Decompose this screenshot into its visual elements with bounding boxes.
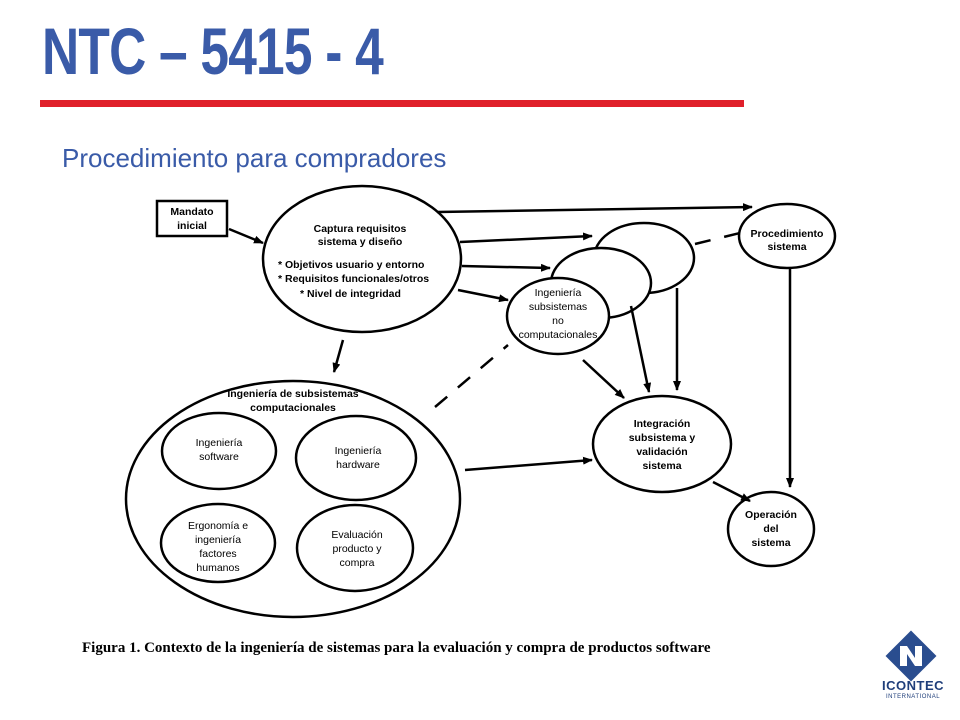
no-comp-line-1: Ingeniería: [535, 287, 582, 299]
procedimiento-line-2: sistema: [767, 241, 806, 253]
ing-comp-title-2: computacionales: [250, 402, 336, 414]
diagram-dashed-links: [434, 231, 741, 408]
arrow-stack2-integracion: [629, 305, 652, 393]
captura-item-3: * Nivel de integridad: [300, 288, 401, 300]
hardware-line-1: Ingeniería: [335, 445, 382, 457]
slide-title: NTC – 5415 - 4: [42, 14, 384, 88]
no-comp-line-4: computacionales: [519, 329, 598, 341]
mandato-line-2: inicial: [177, 220, 207, 232]
evaluacion-line-3: compra: [339, 557, 374, 569]
logo-name: ICONTEC: [882, 678, 944, 693]
arrow-stack3-integracion: [582, 359, 625, 399]
software-line-1: Ingeniería: [196, 437, 243, 449]
ergonomia-line-3: factores: [199, 548, 236, 560]
dashed-computacional-stack: [434, 344, 509, 408]
captura-title-2: sistema y diseño: [318, 236, 403, 248]
dashed-stack-procedimiento: [694, 231, 741, 246]
ergonomia-line-2: ingeniería: [195, 534, 241, 546]
ergonomia-line-4: humanos: [196, 562, 239, 574]
captura-title-1: Captura requisitos: [314, 223, 407, 235]
slide-subtitle: Procedimiento para compradores: [62, 143, 447, 173]
integracion-line-4: sistema: [642, 460, 681, 472]
operacion-line-3: sistema: [751, 537, 790, 549]
arrow-captura-stack-1: [459, 232, 593, 244]
operacion-line-1: Operación: [745, 509, 797, 521]
logo-subtitle: INTERNATIONAL: [885, 694, 941, 700]
icontec-logo-icon: [885, 630, 937, 682]
arrow-integracion-operacion: [712, 480, 751, 503]
procedimiento-sistema-ellipse: Procedimiento sistema: [737, 202, 837, 270]
no-comp-line-3: no: [552, 315, 564, 327]
title-underline: [40, 100, 744, 107]
no-comp-line-2: subsistemas: [529, 301, 587, 313]
operacion-line-2: del: [763, 523, 778, 535]
arrow-mandato-captura: [228, 227, 264, 245]
integracion-ellipse: Integración subsistema y validación sist…: [591, 394, 733, 494]
diagram-arrows: [228, 203, 794, 503]
figure-caption: Figura 1. Contexto de la ingeniería de s…: [82, 640, 711, 656]
mandato-inicial-box: Mandato inicial: [155, 199, 229, 238]
ing-subsistemas-computacionales-ellipse: Ingeniería de subsistemas computacionale…: [124, 379, 462, 619]
integracion-line-1: Integración: [634, 418, 691, 430]
mandato-line-1: Mandato: [170, 206, 213, 218]
ing-no-computacional-stack: Ingeniería subsistemas no computacionale…: [505, 221, 696, 356]
ing-comp-title-1: Ingeniería de subsistemas: [227, 388, 358, 400]
integracion-line-2: subsistema y: [629, 432, 696, 444]
captura-item-2: * Requisitos funcionales/otros: [278, 273, 429, 285]
arrow-captura-stack-2: [461, 263, 551, 272]
arrow-captura-computacional: [332, 339, 345, 373]
arrow-captura-procedimiento: [436, 203, 753, 214]
hardware-line-2: hardware: [336, 459, 380, 471]
software-line-2: software: [199, 451, 239, 463]
integracion-line-3: validación: [636, 446, 687, 458]
arrow-computacional-integracion: [464, 456, 593, 472]
evaluacion-line-1: Evaluación: [331, 529, 383, 541]
procedimiento-line-1: Procedimiento: [751, 228, 824, 240]
captura-item-1: * Objetivos usuario y entorno: [278, 259, 424, 271]
evaluacion-line-2: producto y: [332, 543, 382, 555]
arrow-captura-stack-3: [457, 288, 509, 303]
operacion-ellipse: Operación del sistema: [726, 490, 816, 568]
ergonomia-line-1: Ergonomía e: [188, 520, 248, 532]
captura-requisitos-ellipse: Captura requisitos sistema y diseño * Ob…: [261, 184, 463, 334]
